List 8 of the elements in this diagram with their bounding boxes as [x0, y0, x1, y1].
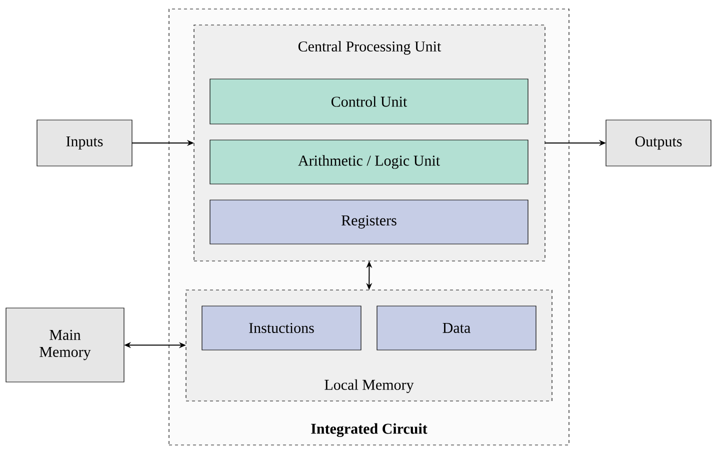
- io-box: Inputs: [36, 120, 132, 166]
- memory-box: Instuctions: [202, 306, 362, 350]
- unit-box: Arithmetic / Logic Unit: [210, 140, 528, 184]
- memory-box: Data: [376, 306, 536, 350]
- unit-box: Control Unit: [210, 78, 528, 124]
- memory-box: Registers: [210, 200, 528, 244]
- io-box: Main Memory: [6, 308, 124, 382]
- io-box: Outputs: [606, 120, 712, 166]
